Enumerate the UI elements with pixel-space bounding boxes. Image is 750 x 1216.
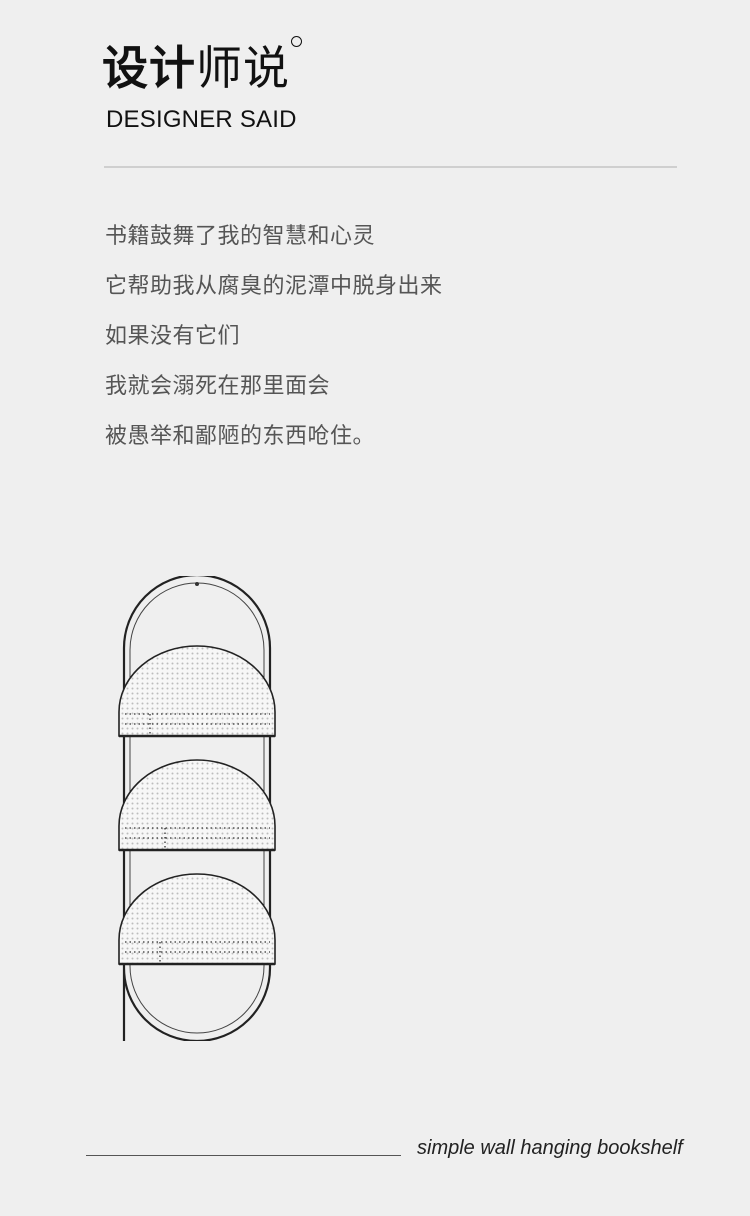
degree-ring-icon (291, 36, 302, 47)
designer-quote: 书籍鼓舞了我的智慧和心灵 它帮助我从腐臭的泥潭中脱身出来 如果没有它们 我就会溺… (105, 218, 443, 468)
title-light-part: 师说 (196, 41, 290, 95)
quote-line-5: 被愚举和鄙陋的东西呛住。 (105, 424, 376, 449)
page-subtitle: DESIGNER SAID (106, 106, 297, 133)
footer-caption: simple wall hanging bookshelf (417, 1137, 683, 1159)
quote-line-2: 它帮助我从腐臭的泥潭中脱身出来 (105, 274, 443, 299)
header-divider (104, 166, 677, 168)
quote-line-4: 我就会溺死在那里面会 (105, 374, 331, 399)
quote-line-1: 书籍鼓舞了我的智慧和心灵 (105, 224, 376, 249)
bookshelf-illustration (110, 573, 285, 1046)
footer-rule (86, 1155, 401, 1156)
title-bold-part: 设计 (102, 41, 196, 95)
wall-hanging-bookshelf-icon (118, 573, 276, 1046)
page-title: 设计 师说 (102, 36, 302, 96)
quote-line-3: 如果没有它们 (105, 324, 241, 349)
